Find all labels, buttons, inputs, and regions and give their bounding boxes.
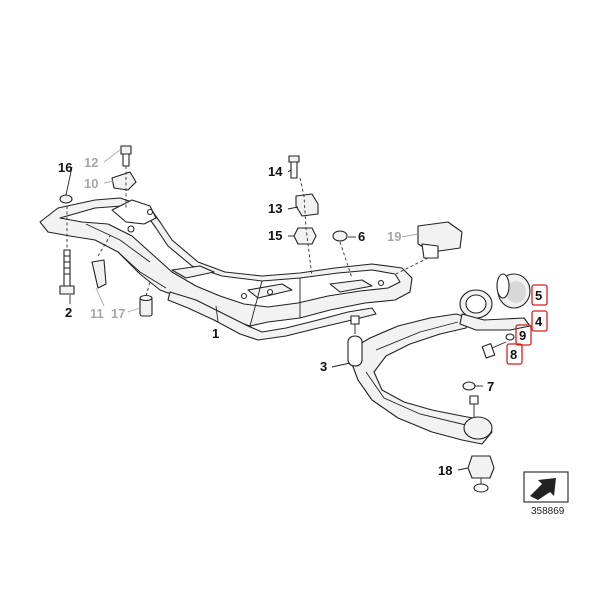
callout-18: 18 xyxy=(438,463,452,478)
callout-4: 4 xyxy=(531,310,548,332)
svg-text:5: 5 xyxy=(535,288,542,303)
engine-mount-19 xyxy=(417,221,463,259)
control-arm xyxy=(347,313,493,445)
bracket-10 xyxy=(111,171,137,191)
svg-text:11: 11 xyxy=(90,306,104,321)
ball-joint xyxy=(467,455,495,493)
svg-text:2: 2 xyxy=(65,305,72,320)
callout-15: 15 xyxy=(268,228,282,243)
callout-14: 14 xyxy=(268,164,283,179)
svg-text:3: 3 xyxy=(320,359,327,374)
svg-text:6: 6 xyxy=(358,229,365,244)
callout-17: 17 xyxy=(111,306,125,321)
svg-text:16: 16 xyxy=(58,160,72,175)
svg-text:1: 1 xyxy=(212,326,219,341)
grommet-15 xyxy=(293,227,317,245)
svg-text:14: 14 xyxy=(268,164,283,179)
callout-9: 9 xyxy=(515,324,532,346)
nut-16 xyxy=(59,194,73,204)
callout-5: 5 xyxy=(531,284,548,306)
svg-text:17: 17 xyxy=(111,306,125,321)
hex-bolt xyxy=(481,341,507,359)
callout-7: 7 xyxy=(487,379,494,394)
direction-arrow-icon xyxy=(523,471,569,503)
callout-19: 19 xyxy=(387,229,401,244)
cap-6 xyxy=(332,230,348,242)
svg-text:18: 18 xyxy=(438,463,452,478)
svg-text:19: 19 xyxy=(387,229,401,244)
clip-13 xyxy=(295,193,319,217)
callout-12: 12 xyxy=(84,155,98,170)
sleeve-17 xyxy=(139,294,153,317)
callout-11: 11 xyxy=(90,306,104,321)
callout-10: 10 xyxy=(84,176,98,191)
callout-8: 8 xyxy=(506,343,523,365)
svg-text:7: 7 xyxy=(487,379,494,394)
wedge-11 xyxy=(91,259,107,289)
washer xyxy=(505,333,515,341)
front-subframe xyxy=(39,197,413,341)
svg-text:9: 9 xyxy=(519,328,526,343)
callout-13: 13 xyxy=(268,201,282,216)
reference-number: 358869 xyxy=(531,506,565,517)
rubber-mount xyxy=(496,273,531,309)
callout-2: 2 xyxy=(65,305,72,320)
svg-text:10: 10 xyxy=(84,176,98,191)
screw-14 xyxy=(288,155,300,179)
callout-6: 6 xyxy=(358,229,365,244)
svg-text:15: 15 xyxy=(268,228,282,243)
bolt-12 xyxy=(120,145,132,167)
svg-text:13: 13 xyxy=(268,201,282,216)
callout-1: 1 xyxy=(212,326,219,341)
self-locking-nut xyxy=(462,381,476,391)
callout-16: 16 xyxy=(58,160,72,175)
svg-text:12: 12 xyxy=(84,155,98,170)
svg-text:4: 4 xyxy=(535,314,543,329)
stud-bolt xyxy=(59,249,75,295)
svg-text:8: 8 xyxy=(510,347,517,362)
svg-text:358869: 358869 xyxy=(531,506,565,517)
callout-3: 3 xyxy=(320,359,327,374)
bushing-bracket xyxy=(459,289,531,331)
